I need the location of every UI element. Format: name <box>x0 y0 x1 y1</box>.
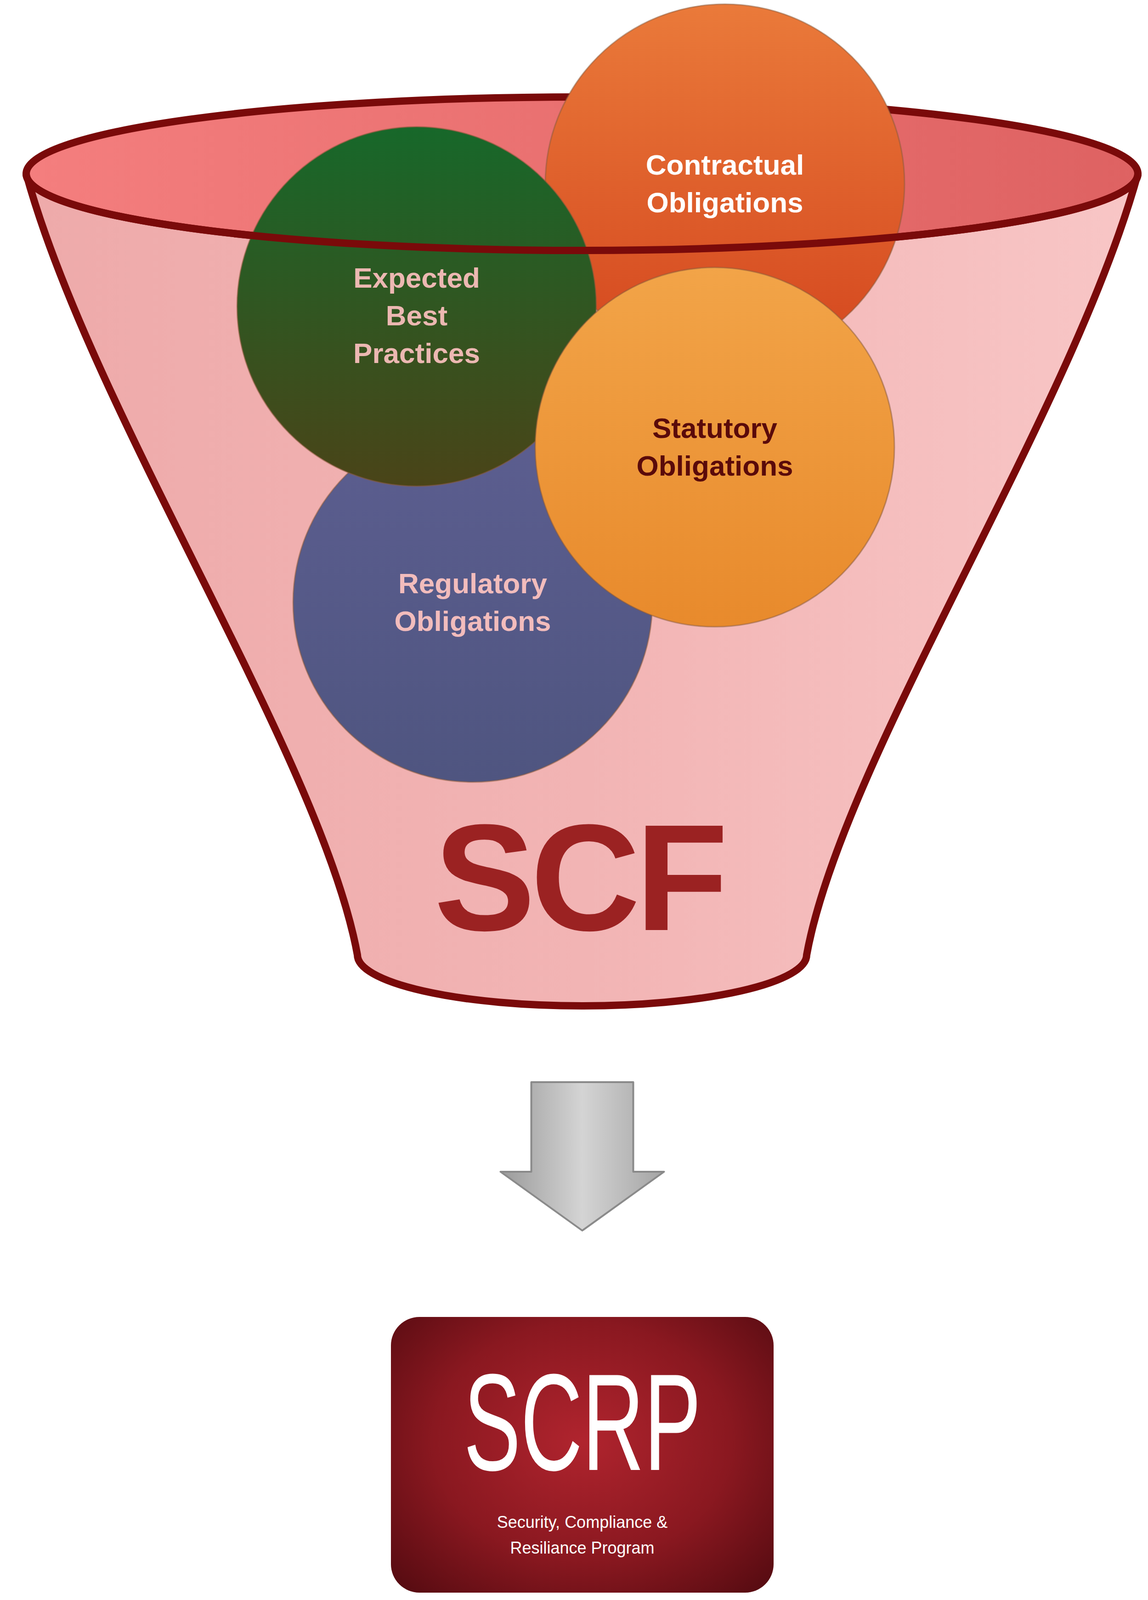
program-name: Security, Compliance & Resiliance Progra… <box>474 1509 691 1561</box>
block-arrow <box>500 1081 665 1231</box>
circle-shape <box>534 266 896 628</box>
circle-label: Expected Best Practices <box>338 259 495 372</box>
circle-label: Statutory Obligations <box>595 409 835 485</box>
circle-label: Regulatory Obligations <box>353 564 593 640</box>
program-box: SCRP Security, Compliance & Resiliance Pr… <box>390 1316 774 1593</box>
logo-text: SCF <box>18 801 1140 954</box>
funnel: SCF Contractual ObligationsRegulatory Obl… <box>18 91 1140 1020</box>
circle-label: Contractual Obligations <box>605 146 845 222</box>
obligation-circle: Statutory Obligations <box>534 266 896 628</box>
program-acronym: SCRP <box>463 1352 702 1491</box>
